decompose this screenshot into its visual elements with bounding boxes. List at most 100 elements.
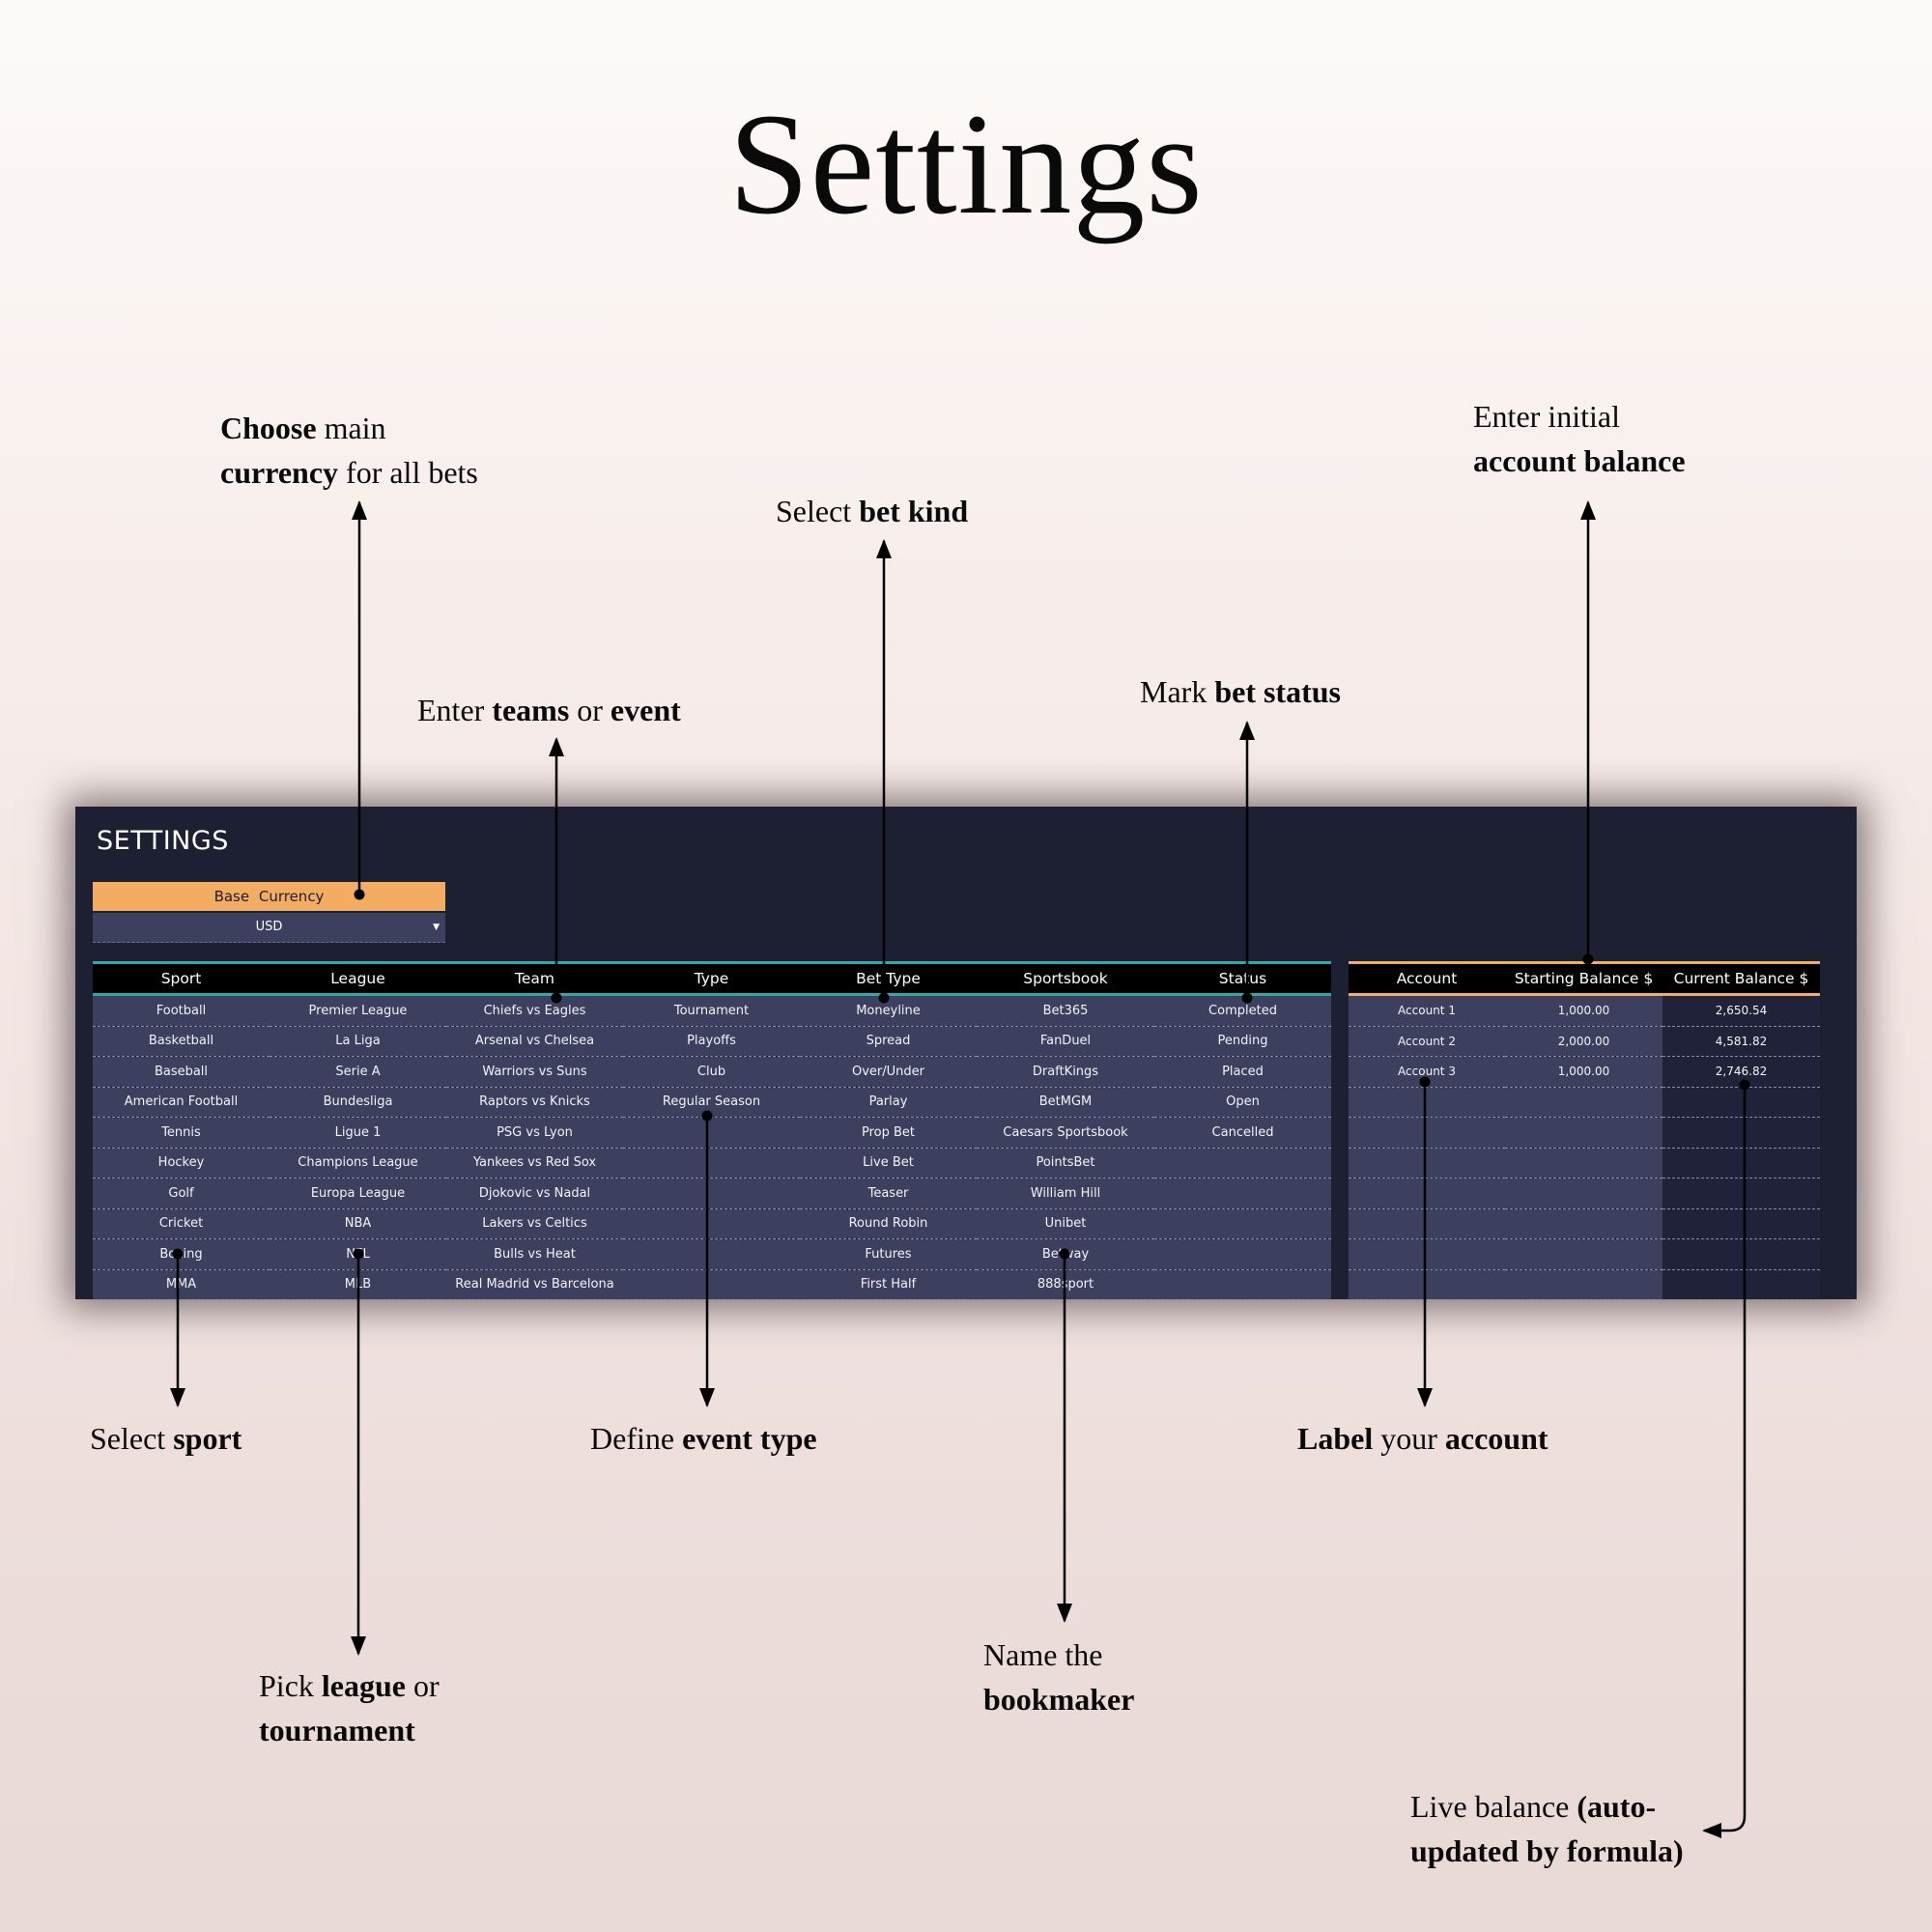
cell-team[interactable]: Raptors vs Knicks (446, 1087, 623, 1118)
cell-sport[interactable]: Golf (93, 1178, 270, 1209)
cell-team[interactable]: Djokovic vs Nadal (446, 1178, 623, 1209)
cell-status[interactable] (1154, 1208, 1331, 1239)
cell-starting-balance[interactable] (1505, 1087, 1662, 1118)
cell-account[interactable]: Account 1 (1349, 994, 1505, 1027)
cell-type[interactable] (623, 1208, 800, 1239)
table-row (1349, 1208, 1820, 1239)
cell-sport[interactable]: Baseball (93, 1056, 270, 1088)
cell-sportsbook[interactable]: BetMGM (977, 1087, 1154, 1118)
cell-sportsbook[interactable]: DraftKings (977, 1056, 1154, 1088)
cell-type[interactable] (623, 1178, 800, 1209)
cell-bet-type[interactable]: Teaser (800, 1178, 977, 1209)
table-row (1349, 1117, 1820, 1149)
cell-type[interactable]: Playoffs (623, 1026, 800, 1057)
cell-league[interactable]: Serie A (270, 1056, 446, 1088)
cell-bet-type[interactable]: First Half (800, 1269, 977, 1300)
cell-league[interactable]: Europa League (270, 1178, 446, 1209)
cell-status[interactable] (1154, 1148, 1331, 1179)
callout-text: Name the (983, 1637, 1103, 1672)
cell-type[interactable] (623, 1148, 800, 1179)
cell-starting-balance[interactable]: 1,000.00 (1505, 994, 1662, 1027)
cell-team[interactable]: PSG vs Lyon (446, 1117, 623, 1149)
cell-sport[interactable]: American Football (93, 1087, 270, 1118)
cell-starting-balance[interactable] (1505, 1178, 1662, 1209)
callout-text: or (405, 1668, 440, 1703)
column-header-account: Account (1349, 962, 1505, 995)
cell-sportsbook[interactable]: William Hill (977, 1178, 1154, 1209)
cell-sport[interactable]: MMA (93, 1269, 270, 1300)
cell-sportsbook[interactable]: FanDuel (977, 1026, 1154, 1057)
cell-account[interactable] (1349, 1269, 1505, 1300)
cell-league[interactable]: NBA (270, 1208, 446, 1239)
callout-text: Label (1297, 1421, 1374, 1456)
cell-type[interactable] (623, 1117, 800, 1149)
cell-team[interactable]: Arsenal vs Chelsea (446, 1026, 623, 1057)
cell-sport[interactable]: Tennis (93, 1117, 270, 1149)
callout-text: your (1373, 1421, 1445, 1456)
cell-team[interactable]: Bulls vs Heat (446, 1238, 623, 1270)
cell-league[interactable]: Bundesliga (270, 1087, 446, 1118)
cell-sport[interactable]: Cricket (93, 1208, 270, 1239)
anchor-dot (354, 889, 365, 900)
cell-status[interactable]: Pending (1154, 1026, 1331, 1057)
cell-sport[interactable]: Football (93, 994, 270, 1027)
cell-account[interactable] (1349, 1148, 1505, 1179)
callout-text: bet status (1214, 674, 1341, 709)
cell-current-balance (1662, 1208, 1820, 1239)
cell-bet-type[interactable]: Parlay (800, 1087, 977, 1118)
cell-status[interactable] (1154, 1178, 1331, 1209)
cell-status[interactable]: Open (1154, 1087, 1331, 1118)
cell-bet-type[interactable]: Live Bet (800, 1148, 977, 1179)
cell-bet-type[interactable]: Round Robin (800, 1208, 977, 1239)
cell-account[interactable] (1349, 1238, 1505, 1270)
cell-account[interactable] (1349, 1117, 1505, 1149)
cell-sportsbook[interactable]: Caesars Sportsbook (977, 1117, 1154, 1149)
cell-team[interactable]: Warriors vs Suns (446, 1056, 623, 1088)
cell-account[interactable] (1349, 1208, 1505, 1239)
cell-starting-balance[interactable] (1505, 1117, 1662, 1149)
cell-sport[interactable]: Basketball (93, 1026, 270, 1057)
cell-type[interactable] (623, 1269, 800, 1300)
cell-type[interactable] (623, 1238, 800, 1270)
cell-sportsbook[interactable]: PointsBet (977, 1148, 1154, 1179)
cell-starting-balance[interactable]: 2,000.00 (1505, 1026, 1662, 1057)
cell-team[interactable]: Real Madrid vs Barcelona (446, 1269, 623, 1300)
cell-team[interactable]: Lakers vs Celtics (446, 1208, 623, 1239)
cell-starting-balance[interactable] (1505, 1269, 1662, 1300)
cell-type[interactable]: Tournament (623, 994, 800, 1027)
cell-starting-balance[interactable] (1505, 1208, 1662, 1239)
cell-status[interactable]: Cancelled (1154, 1117, 1331, 1149)
cell-account[interactable] (1349, 1087, 1505, 1118)
cell-sportsbook[interactable]: Bet365 (977, 994, 1154, 1027)
cell-account[interactable] (1349, 1178, 1505, 1209)
callout-status: Mark bet status (1140, 669, 1341, 714)
cell-bet-type[interactable]: Futures (800, 1238, 977, 1270)
cell-league[interactable]: Premier League (270, 994, 446, 1027)
cell-account[interactable]: Account 2 (1349, 1026, 1505, 1057)
cell-status[interactable] (1154, 1269, 1331, 1300)
cell-sport[interactable]: Hockey (93, 1148, 270, 1179)
dropdown-caret-icon[interactable]: ▼ (433, 923, 440, 932)
cell-league[interactable]: La Liga (270, 1026, 446, 1057)
cell-bet-type[interactable]: Prop Bet (800, 1117, 977, 1149)
cell-status[interactable]: Placed (1154, 1056, 1331, 1088)
callout-text: (auto- (1577, 1789, 1657, 1824)
cell-bet-type[interactable]: Over/Under (800, 1056, 977, 1088)
cell-league[interactable]: Champions League (270, 1148, 446, 1179)
cell-status[interactable] (1154, 1238, 1331, 1270)
callout-text: Enter initial (1473, 399, 1620, 434)
cell-starting-balance[interactable] (1505, 1148, 1662, 1179)
cell-starting-balance[interactable]: 1,000.00 (1505, 1056, 1662, 1088)
cell-bet-type[interactable]: Spread (800, 1026, 977, 1057)
cell-league[interactable]: Ligue 1 (270, 1117, 446, 1149)
cell-starting-balance[interactable] (1505, 1238, 1662, 1270)
cell-team[interactable]: Yankees vs Red Sox (446, 1148, 623, 1179)
cell-team[interactable]: Chiefs vs Eagles (446, 994, 623, 1027)
cell-type[interactable]: Club (623, 1056, 800, 1088)
base-currency-select[interactable]: USD ▼ (93, 913, 445, 943)
cell-sportsbook[interactable]: Unibet (977, 1208, 1154, 1239)
